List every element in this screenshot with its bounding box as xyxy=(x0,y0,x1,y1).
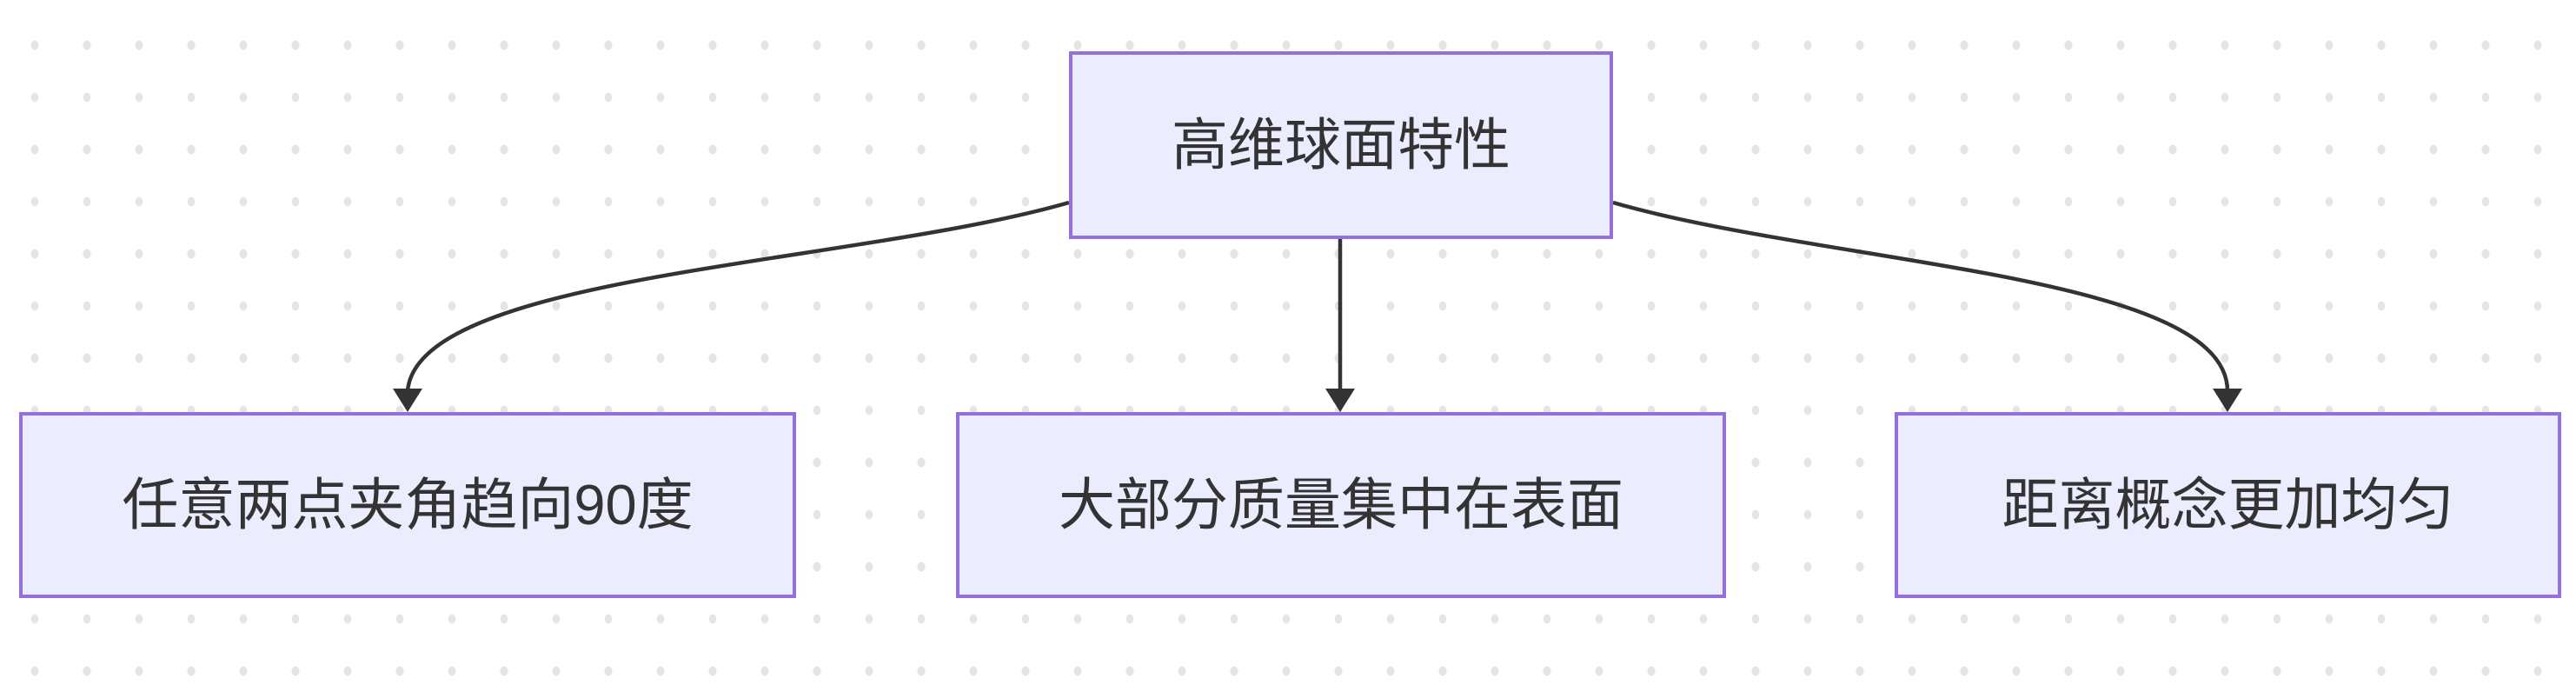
arrowhead-down-icon xyxy=(2213,389,2242,412)
edge-root-to-child1 xyxy=(393,200,1070,412)
arrowhead-down-icon xyxy=(393,389,422,412)
node-root: 高维球面特性 xyxy=(1069,51,1613,239)
node-child-2: 大部分质量集中在表面 xyxy=(956,412,1726,598)
node-child-3: 距离概念更加均匀 xyxy=(1895,412,2561,598)
node-child-2-label: 大部分质量集中在表面 xyxy=(1058,473,1623,536)
node-child-1-label: 任意两点夹角趋向90度 xyxy=(122,473,694,536)
edge-root-to-child2 xyxy=(1325,239,1355,412)
node-child-3-label: 距离概念更加均匀 xyxy=(2002,473,2454,536)
edge-line xyxy=(1612,200,2230,392)
arrowhead-down-icon xyxy=(1325,389,1355,412)
node-root-label: 高维球面特性 xyxy=(1171,113,1510,176)
node-child-1: 任意两点夹角趋向90度 xyxy=(19,412,796,598)
edge-root-to-child3 xyxy=(1612,200,2242,412)
edge-line xyxy=(405,200,1070,392)
